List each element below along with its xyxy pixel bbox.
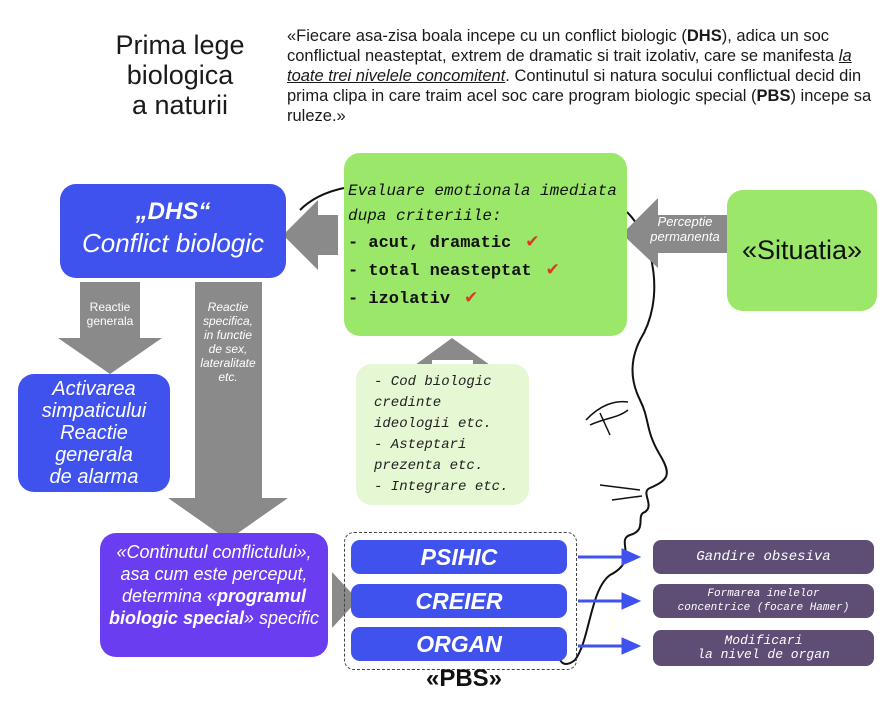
title-line-1: Prima lege xyxy=(115,30,245,60)
general-reaction-label: Reactie generala xyxy=(80,300,140,328)
eye-sketch xyxy=(585,400,629,436)
dhs-conflict-box: „DHS“ Conflict biologic xyxy=(60,184,286,278)
arrow-eval-to-dhs xyxy=(283,200,338,270)
code-line-6: - Integrare etc. xyxy=(374,479,509,495)
biological-code-box: - Cod biologic credinte ideologii etc. -… xyxy=(356,364,529,505)
level-creier-label: CREIER xyxy=(415,587,503,614)
specific-reaction-label: Reactie specifica, in functie de sex, la… xyxy=(193,300,263,384)
title-line-3: a naturii xyxy=(131,90,229,120)
specific-reaction-line-5: lateralitate xyxy=(200,356,256,370)
result-2-line-2: concentrice (focare Hamer) xyxy=(677,602,850,614)
situation-label: «Situatia» xyxy=(741,235,863,265)
quote-part-2: ), adica un soc conflictual neasteptat, … xyxy=(287,27,839,65)
code-line-4: - Asteptari xyxy=(374,437,467,453)
criterion-unexpected-text: - total neasteptat xyxy=(348,262,532,281)
specific-reaction-line-6: etc. xyxy=(218,370,238,384)
activation-line-4: generala xyxy=(55,444,133,466)
arrow-dhs-to-content xyxy=(168,282,288,540)
situation-box: «Situatia» xyxy=(727,190,877,311)
level-creier: CREIER xyxy=(351,584,567,618)
perception-label-2: permanenta xyxy=(650,229,720,244)
quote-dhs: DHS xyxy=(686,27,722,45)
activation-line-1: Activarea xyxy=(52,378,136,400)
criterion-unexpected: - total neasteptat ✔ xyxy=(348,257,627,285)
evaluation-box: Evaluare emotionala imediata dupa criter… xyxy=(344,153,627,336)
quote-emphasis: la toate trei nivelele concomitent xyxy=(287,47,852,85)
quote-pbs: PBS xyxy=(756,87,791,105)
criterion-acute-text: - acut, dramatic xyxy=(348,234,512,253)
result-concentric-rings: Formarea inelelor concentrice (focare Ha… xyxy=(653,584,874,618)
evaluation-line-2: dupa criteriile: xyxy=(348,207,502,225)
dhs-label: „DHS“ xyxy=(135,198,211,225)
result-1-line-1: Gandire obsesiva xyxy=(696,549,831,565)
code-line-2: credinte xyxy=(374,395,442,411)
level-psihic-label: PSIHIC xyxy=(420,543,498,570)
result-organ-modification: Modificari la nivel de organ xyxy=(653,630,874,666)
pbs-levels-group xyxy=(344,532,577,670)
arrow-code-to-eval xyxy=(415,338,490,365)
level-psihic: PSIHIC xyxy=(351,540,567,574)
criterion-acute: - acut, dramatic ✔ xyxy=(348,229,627,257)
code-line-1: - Cod biologic xyxy=(374,374,492,390)
check-icon: ✔ xyxy=(464,288,479,308)
arrow-content-to-pbs xyxy=(332,572,358,628)
specific-reaction-line-2: specifica, xyxy=(202,314,254,328)
level-organ: ORGAN xyxy=(351,627,567,661)
activation-line-2: simpaticului xyxy=(41,400,147,422)
check-icon: ✔ xyxy=(545,260,560,280)
criterion-isolative: - izolativ ✔ xyxy=(348,285,627,313)
result-obsessive-thinking: Gandire obsesiva xyxy=(653,540,874,574)
arrow-situation-to-eval xyxy=(622,198,728,268)
result-3-line-2: la nivel de organ xyxy=(697,647,830,662)
diagram-title: Prima lege biologica a naturii xyxy=(95,30,265,120)
evaluation-line-1: Evaluare emotionala imediata xyxy=(348,182,617,200)
title-line-2: biologica xyxy=(126,60,234,90)
activation-line-3: Reactie xyxy=(60,422,128,444)
content-part-2: » specific xyxy=(244,608,320,628)
perception-label-1: Perceptie xyxy=(657,214,713,229)
specific-reaction-line-1: Reactie xyxy=(207,300,249,314)
content-part-1: «Continutul conflictului», asa cum este … xyxy=(116,542,312,606)
arrow-dhs-to-activation xyxy=(58,282,162,374)
specific-reaction-line-3: in functie xyxy=(203,328,253,342)
perception-arrow-label: Perceptie permanenta xyxy=(640,214,730,244)
mouth-sketch xyxy=(599,484,643,501)
quote-part-3: . Continutul si natura socului conflictu… xyxy=(287,67,862,105)
conflict-content-box: «Continutul conflictului», asa cum este … xyxy=(100,533,328,657)
result-arrows xyxy=(578,548,642,655)
head-profile-outline xyxy=(299,187,668,665)
code-line-5: prezenta etc. xyxy=(374,458,484,474)
content-bold: programul biologic special xyxy=(108,586,307,628)
result-3-line-1: Modificari xyxy=(724,633,803,648)
check-icon: ✔ xyxy=(525,232,540,252)
criterion-isolative-text: - izolativ xyxy=(348,290,451,309)
code-line-3: ideologii etc. xyxy=(374,416,492,432)
sympathetic-activation-box: Activarea simpaticului Reactie generala … xyxy=(18,374,170,492)
quote-part-1: «Fiecare asa-zisa boala incepe cu un con… xyxy=(287,27,687,45)
quote-part-4: ) incepe sa ruleze.» xyxy=(287,87,872,125)
activation-line-5: de alarma xyxy=(49,466,139,488)
result-2-line-1: Formarea inelelor xyxy=(707,588,820,600)
general-reaction-line-1: Reactie xyxy=(89,300,131,314)
general-reaction-line-2: generala xyxy=(86,314,134,328)
conflict-biologic-label: Conflict biologic xyxy=(81,228,265,258)
level-organ-label: ORGAN xyxy=(416,630,502,657)
pbs-label: «PBS» xyxy=(425,665,503,692)
quote-text: «Fiecare asa-zisa boala incepe cu un con… xyxy=(287,26,877,126)
specific-reaction-line-4: de sex, xyxy=(208,342,248,356)
